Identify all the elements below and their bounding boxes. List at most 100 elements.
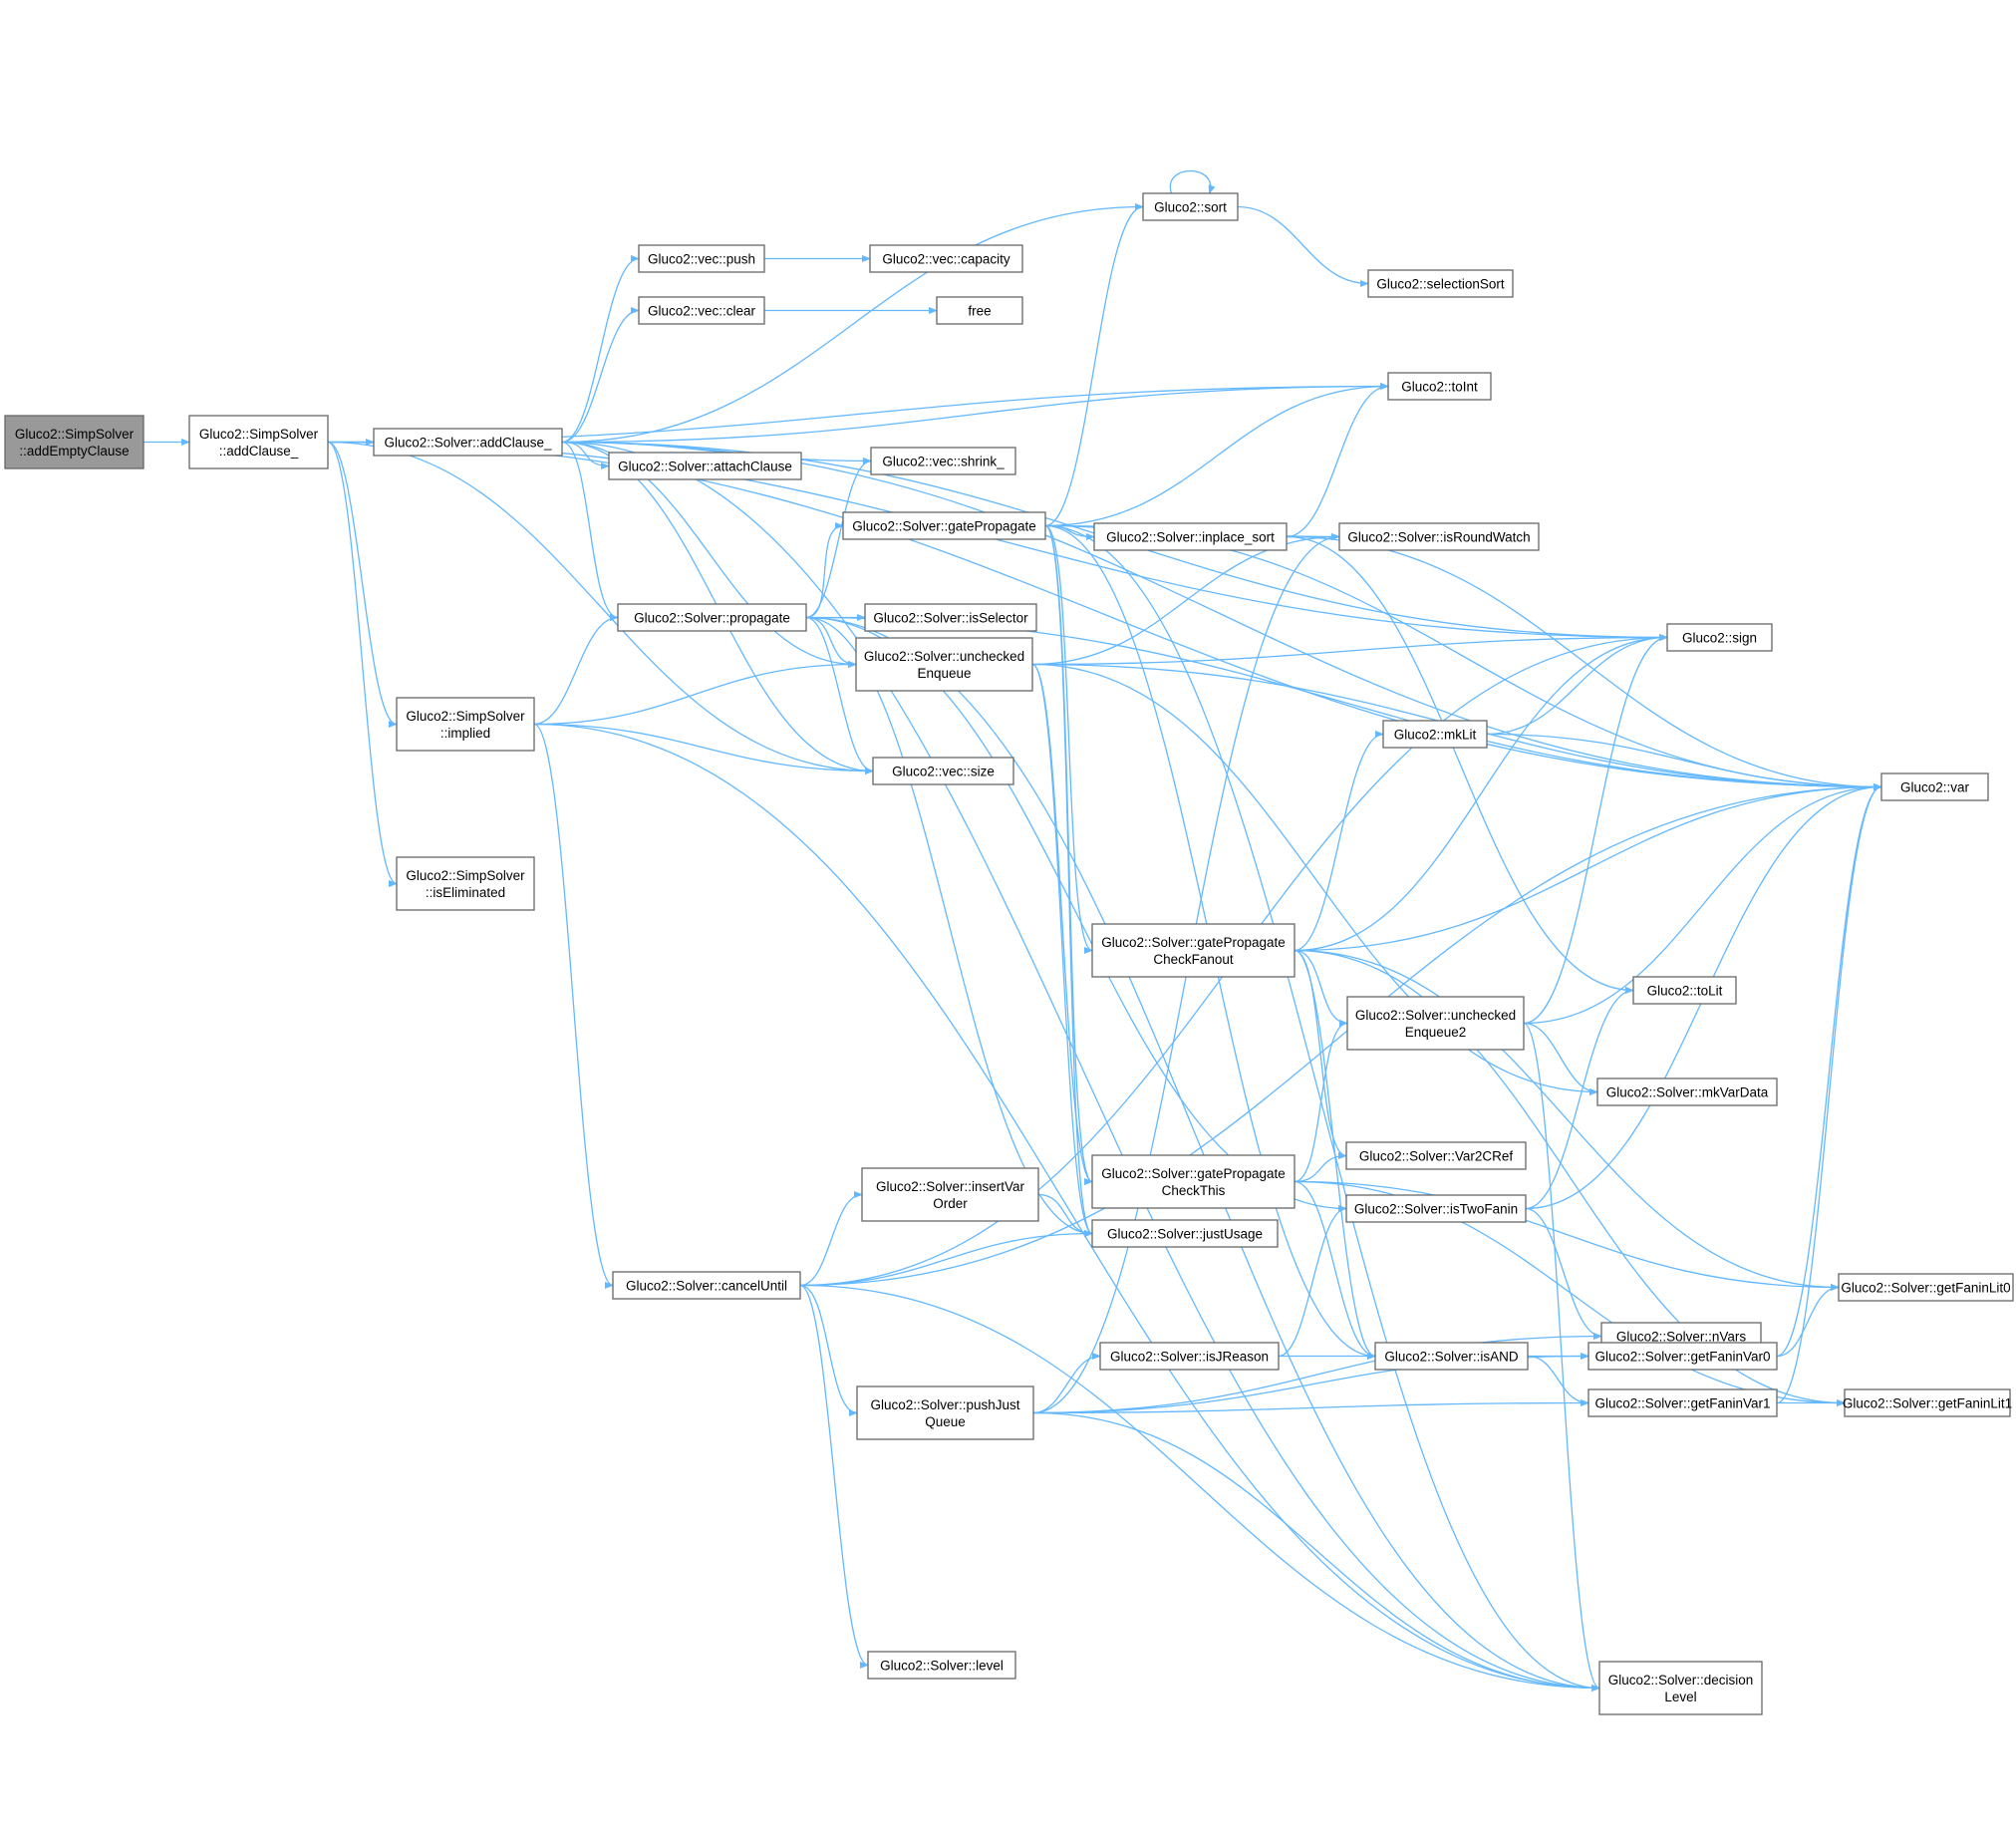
edge-propagate-to-justUsage <box>805 616 1093 1238</box>
node-label: Gluco2::Solver::isSelector <box>873 611 1028 626</box>
node-toInt[interactable]: Gluco2::toInt <box>1387 372 1492 401</box>
node-getFaninLit0[interactable]: Gluco2::Solver::getFaninLit0 <box>1838 1273 2014 1302</box>
node-box <box>1099 1342 1280 1371</box>
node-isSelector[interactable]: Gluco2::Solver::isSelector <box>864 603 1037 632</box>
node-label: Gluco2::Solver::isAND <box>1384 1350 1519 1365</box>
node-isJReason[interactable]: Gluco2::Solver::isJReason <box>1099 1342 1280 1371</box>
node-vecShrink[interactable]: Gluco2::vec::shrink_ <box>870 447 1016 475</box>
node-addEmptyClause[interactable]: Gluco2::SimpSolver::addEmptyClause <box>4 415 144 469</box>
edge-implied-to-uncheckedEnqueue <box>533 660 857 726</box>
node-box <box>1838 1273 2014 1302</box>
node-getFaninVar0[interactable]: Gluco2::Solver::getFaninVar0 <box>1587 1342 1778 1371</box>
node-mkLit[interactable]: Gluco2::mkLit <box>1382 720 1488 749</box>
node-label: Gluco2::Solver::isRoundWatch <box>1347 530 1530 545</box>
node-propagate[interactable]: Gluco2::Solver::propagate <box>617 603 807 632</box>
node-getFaninLit1[interactable]: Gluco2::Solver::getFaninLit1 <box>1843 1388 2012 1417</box>
node-label: Gluco2::Solver::inplace_sort <box>1106 530 1275 545</box>
node-cancelUntil[interactable]: Gluco2::Solver::cancelUntil <box>612 1271 801 1300</box>
nodes: Gluco2::SimpSolver::addEmptyClauseGluco2… <box>4 192 2014 1715</box>
edge-pushJustQueue-to-nVars <box>1032 1332 1602 1414</box>
edge-implied-to-vecSize <box>533 723 874 775</box>
edge-implied-to-cancelUntil <box>533 723 614 1289</box>
edge-gatePropagate-to-toInt <box>1044 382 1389 527</box>
node-attachClause[interactable]: Gluco2::Solver::attachClause <box>608 452 802 480</box>
node-box <box>1142 192 1239 221</box>
node-inplaceSort[interactable]: Gluco2::Solver::inplace_sort <box>1093 522 1288 551</box>
node-label: Gluco2::Solver::Var2CRef <box>1359 1149 1514 1164</box>
node-label: Gluco2::vec::size <box>892 765 995 779</box>
edge-getFaninVar1-to-var <box>1776 783 1882 1404</box>
node-label: Gluco2::Solver::isJReason <box>1110 1350 1269 1365</box>
edge-simpAddClause-to-isEliminated <box>327 441 398 887</box>
edge-uncheckedEnqueue2-to-var <box>1523 782 1882 1025</box>
node-level[interactable]: Gluco2::Solver::level <box>867 1651 1016 1680</box>
node-implied[interactable]: Gluco2::SimpSolver::implied <box>396 697 535 752</box>
edge-uncheckedEnqueue2-to-mkVarData <box>1523 1022 1598 1096</box>
node-sort[interactable]: Gluco2::sort <box>1142 192 1239 221</box>
node-mkVarData[interactable]: Gluco2::Solver::mkVarData <box>1596 1077 1778 1106</box>
node-solverAddClause[interactable]: Gluco2::Solver::addClause_ <box>373 428 563 457</box>
node-label: Gluco2::vec::clear <box>648 304 756 319</box>
edge-uncheckedEnqueue-to-sign <box>1031 633 1668 666</box>
node-box <box>1345 1194 1527 1223</box>
edge-inplaceSort-to-toInt <box>1286 382 1389 538</box>
node-label: Enqueue2 <box>1405 1025 1467 1040</box>
edge-propagate-to-uncheckedEnqueue <box>805 616 857 669</box>
node-box <box>1345 1141 1527 1170</box>
node-label: Gluco2::selectionSort <box>1376 277 1505 292</box>
node-label: Level <box>1664 1690 1696 1704</box>
node-label: ::addClause_ <box>219 444 299 459</box>
node-label: Gluco2::Solver::unchecked <box>1355 1008 1516 1023</box>
node-label: Gluco2::toInt <box>1401 380 1478 395</box>
edge-simpAddClause-to-var <box>327 441 1882 791</box>
node-justUsage[interactable]: Gluco2::Solver::justUsage <box>1091 1219 1279 1248</box>
node-getFaninVar1[interactable]: Gluco2::Solver::getFaninVar1 <box>1587 1388 1778 1417</box>
node-label: Gluco2::Solver::mkVarData <box>1606 1085 1769 1100</box>
node-box <box>1587 1342 1778 1371</box>
node-box <box>867 1651 1016 1680</box>
edge-isTwoFanin-to-nVars <box>1525 1207 1602 1341</box>
node-label: Gluco2::sign <box>1682 631 1757 646</box>
node-box <box>1382 720 1488 749</box>
node-isRoundWatch[interactable]: Gluco2::Solver::isRoundWatch <box>1338 522 1540 551</box>
edge-propagate-to-gatePropagate <box>805 521 844 619</box>
node-label: Gluco2::var <box>1900 780 1970 795</box>
node-var2CRef[interactable]: Gluco2::Solver::Var2CRef <box>1345 1141 1527 1170</box>
node-box <box>842 511 1046 540</box>
node-label: Gluco2::mkLit <box>1394 728 1477 743</box>
node-vecCapacity[interactable]: Gluco2::vec::capacity <box>869 244 1023 273</box>
node-label: Gluco2::Solver::pushJust <box>870 1397 1019 1412</box>
node-vecPush[interactable]: Gluco2::vec::push <box>638 244 765 273</box>
node-label: CheckFanout <box>1153 952 1234 967</box>
node-box <box>1632 976 1737 1005</box>
node-sign[interactable]: Gluco2::sign <box>1666 623 1773 652</box>
node-isAND[interactable]: Gluco2::Solver::isAND <box>1374 1342 1529 1371</box>
node-vecClear[interactable]: Gluco2::vec::clear <box>638 296 765 325</box>
node-vecSize[interactable]: Gluco2::vec::size <box>872 757 1014 785</box>
node-isTwoFanin[interactable]: Gluco2::Solver::isTwoFanin <box>1345 1194 1527 1223</box>
node-simpAddClause[interactable]: Gluco2::SimpSolver::addClause_ <box>188 415 329 469</box>
edge-inplaceSort-to-var <box>1286 535 1882 791</box>
node-free[interactable]: free <box>936 296 1023 325</box>
node-box <box>1091 1219 1279 1248</box>
node-isEliminated[interactable]: Gluco2::SimpSolver::isEliminated <box>396 856 535 911</box>
node-box <box>856 1385 1034 1440</box>
node-var[interactable]: Gluco2::var <box>1880 772 1989 801</box>
node-label: Gluco2::SimpSolver <box>15 427 135 442</box>
node-selectionSort[interactable]: Gluco2::selectionSort <box>1367 269 1514 298</box>
node-box <box>373 428 563 457</box>
node-gatePropagate[interactable]: Gluco2::Solver::gatePropagate <box>842 511 1046 540</box>
edge-implied-to-propagate <box>533 613 619 726</box>
node-label: Gluco2::Solver::propagate <box>634 611 790 626</box>
node-label: free <box>968 304 991 319</box>
node-toLit[interactable]: Gluco2::toLit <box>1632 976 1737 1005</box>
node-box <box>870 447 1016 475</box>
